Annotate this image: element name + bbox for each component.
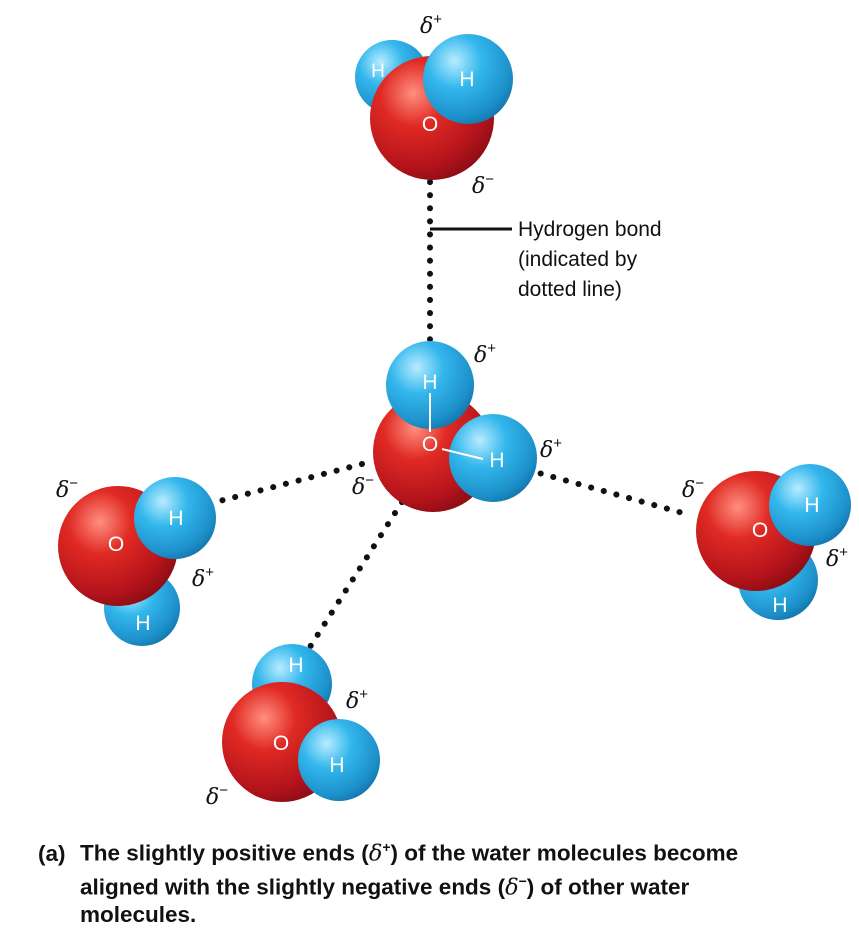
atom-label: O — [752, 519, 768, 542]
hydrogen-atom — [386, 341, 474, 429]
atom-label: H — [168, 507, 183, 530]
hydrogen-atom — [449, 414, 537, 502]
callout-line: dotted line) — [518, 278, 622, 301]
atom-label: H — [422, 371, 437, 394]
water-molecule-bottom: H O H — [222, 644, 380, 802]
hydrogen-atom — [423, 34, 513, 124]
atom-label: H — [371, 61, 385, 82]
hydrogen-bond-callout: Hydrogen bond (indicated by dotted line) — [518, 218, 662, 301]
atom-label: H — [772, 594, 787, 617]
partial-positive-label: δ+ — [474, 340, 496, 368]
hydrogen-bond-right — [525, 467, 693, 518]
partial-positive-label: δ+ — [420, 11, 442, 39]
water-molecule-left: O H H — [58, 477, 216, 646]
water-molecule-center: H O H — [373, 341, 537, 512]
partial-negative-label: δ− — [352, 472, 374, 500]
covalent-bond — [441, 448, 484, 460]
partial-positive-label: δ+ — [826, 544, 848, 572]
atom-label: H — [288, 654, 303, 677]
figure-caption: (a)The slightly positive ends (δ+) of th… — [38, 834, 848, 928]
partial-positive-label: δ+ — [346, 686, 368, 714]
atom-label: H — [489, 449, 504, 472]
callout-line: (indicated by — [518, 248, 638, 271]
atom-label: H — [804, 494, 819, 517]
hydrogen-bonds — [209, 179, 693, 653]
atom-label: H — [329, 754, 344, 777]
callout-line: Hydrogen bond — [518, 218, 662, 241]
water-hydrogen-bond-diagram: H H O H O H O H H O H H H O H — [56, 11, 851, 810]
atom-label: O — [273, 732, 289, 755]
partial-charges: δ+ δ− δ+ δ+ δ− δ− δ+ δ− δ+ δ+ δ− — [56, 11, 848, 810]
caption-line: molecules. — [80, 902, 197, 927]
hydrogen-bond-left — [209, 461, 365, 506]
caption-line: (a)The slightly positive ends (δ+) of th… — [38, 839, 739, 867]
caption-label: (a) — [38, 840, 66, 866]
water-molecule-top: H H O — [355, 34, 513, 180]
partial-negative-label: δ− — [56, 475, 78, 503]
atom-label: O — [108, 533, 124, 556]
caption-line: aligned with the slightly negative ends … — [80, 872, 690, 901]
partial-positive-label: δ+ — [192, 564, 214, 592]
hydrogen-atom — [134, 477, 216, 559]
hydrogen-bond-bottom — [305, 499, 405, 653]
hydrogen-atom — [769, 464, 851, 546]
partial-negative-label: δ− — [682, 475, 704, 503]
partial-positive-label: δ+ — [540, 435, 562, 463]
hydrogen-atom — [298, 719, 380, 801]
water-molecule-right: O H H — [696, 464, 851, 620]
atom-label: H — [459, 68, 474, 91]
atom-label: O — [422, 113, 438, 136]
partial-negative-label: δ− — [472, 171, 494, 199]
atom-label: O — [422, 433, 438, 456]
atom-label: H — [135, 612, 150, 635]
partial-negative-label: δ− — [206, 782, 228, 810]
